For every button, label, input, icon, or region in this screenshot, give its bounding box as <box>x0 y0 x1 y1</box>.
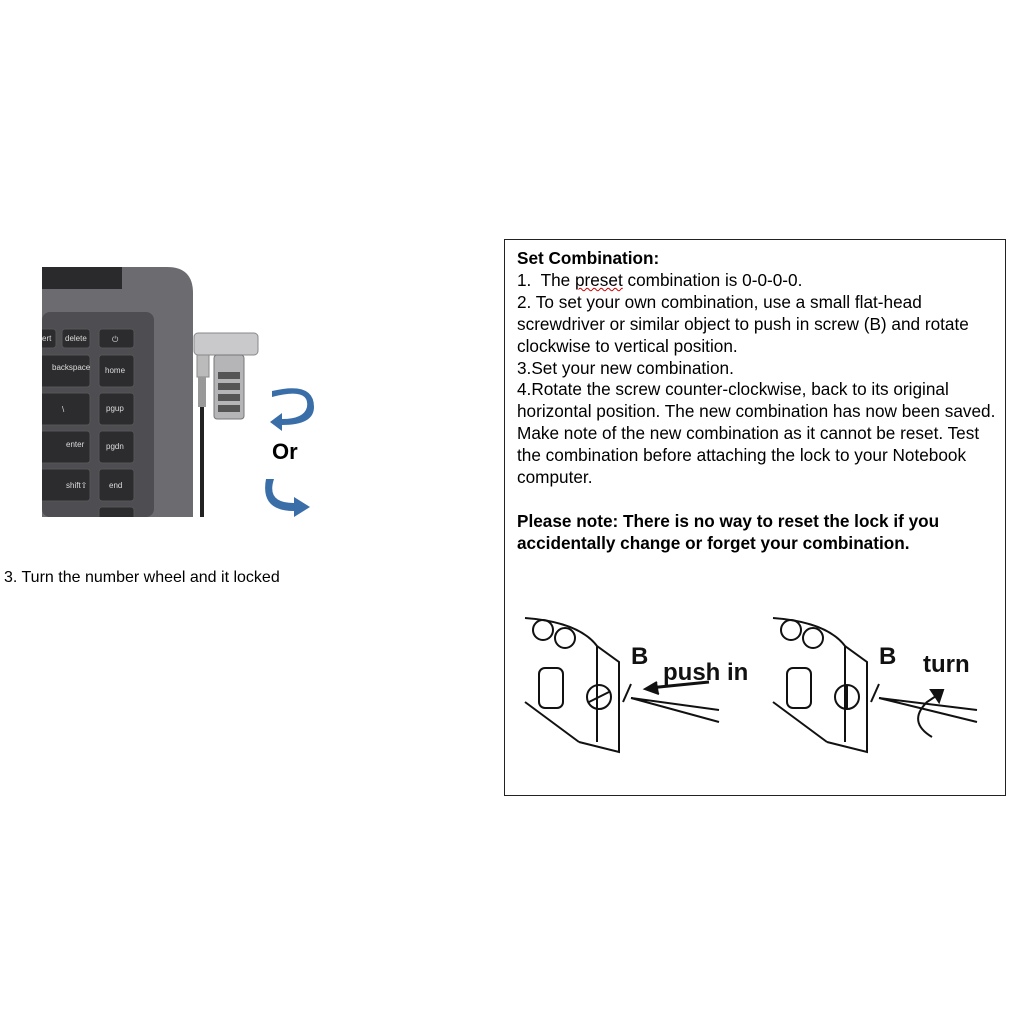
svg-text:backspace: backspace <box>52 363 91 372</box>
screw-diagram: B push in B turn <box>524 617 978 754</box>
turn-label: turn <box>923 651 970 678</box>
instructions-title: Set Combination: <box>517 248 660 268</box>
rotate-counterclockwise-arrow-icon <box>270 388 314 431</box>
svg-text:enter: enter <box>66 440 85 449</box>
turn-diagram: B turn <box>772 617 978 754</box>
keyboard-keys: ert delete ⏻ backspace home \ pgup enter… <box>42 328 135 517</box>
or-label: Or <box>272 439 298 464</box>
svg-text:\: \ <box>62 405 65 414</box>
step-1: 1. The preset combination is 0-0-0-0. <box>517 269 803 290</box>
step-4: 4.Rotate the screw counter-clockwise, ba… <box>517 379 996 422</box>
warning-note: Please note: There is no way to reset th… <box>517 510 940 553</box>
rotate-clockwise-arrow-icon <box>265 479 310 517</box>
step-2: 2. To set your own combination, use a sm… <box>517 291 969 356</box>
svg-text:⏻: ⏻ <box>112 335 119 344</box>
push-in-diagram: B push in <box>524 617 748 754</box>
step-3: 3.Set your new combination. <box>517 357 734 378</box>
combination-lock <box>193 332 259 517</box>
note: Make note of the new combination as it c… <box>517 423 980 488</box>
laptop-lock-photo: ert delete ⏻ backspace home \ pgup enter… <box>42 267 314 517</box>
set-combination-instructions: Set Combination: 1. The preset combinati… <box>504 239 1006 796</box>
svg-text:pgup: pgup <box>106 404 124 413</box>
svg-text:end: end <box>109 481 122 490</box>
label-b-right: B <box>879 643 896 670</box>
svg-text:home: home <box>105 366 126 375</box>
push-in-label: push in <box>663 659 748 686</box>
label-b-left: B <box>631 643 648 670</box>
svg-text:shift⇧: shift⇧ <box>66 481 87 490</box>
step-3-caption: 3. Turn the number wheel and it locked <box>4 569 280 586</box>
svg-text:ert: ert <box>42 334 52 343</box>
svg-text:delete: delete <box>65 334 87 343</box>
svg-text:pgdn: pgdn <box>106 442 124 451</box>
